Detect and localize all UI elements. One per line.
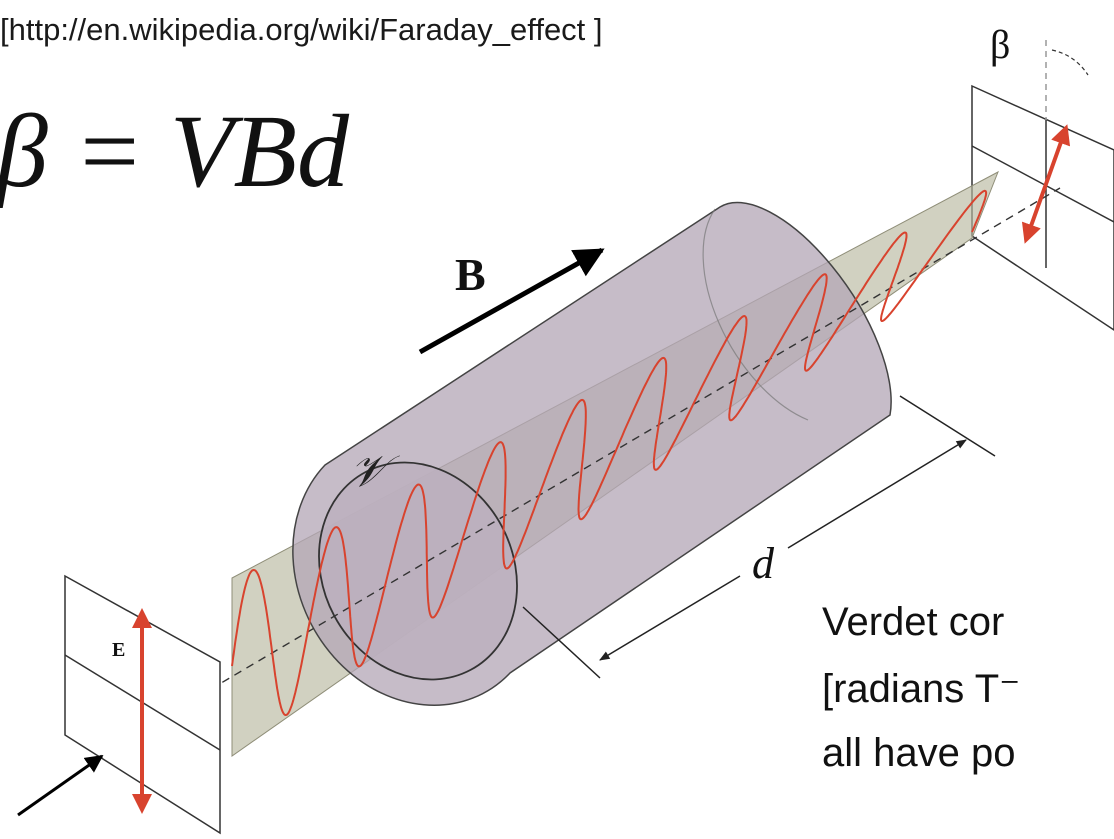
caption-line-2: [radians T⁻ (822, 667, 1021, 711)
caption-line-1: Verdet cor (822, 600, 1005, 644)
beta-arc (1051, 49, 1089, 76)
source-reference: [http://en.wikipedia.org/wiki/Faraday_ef… (0, 12, 603, 47)
output-polarizer-frame (971, 84, 1114, 331)
beta-label: β (990, 22, 1010, 67)
field-label: B (455, 249, 486, 300)
faraday-formula: β = VBd (0, 94, 350, 209)
caption-line-3: all have po (822, 731, 1016, 775)
length-label: d (752, 539, 775, 588)
magnetic-field-arrow (418, 247, 605, 355)
output-polarization-arrow (1021, 124, 1071, 244)
efield-label: E (112, 639, 125, 661)
length-dimension (522, 395, 996, 679)
light-wave (231, 189, 988, 716)
incoming-light-arrow (17, 754, 104, 817)
